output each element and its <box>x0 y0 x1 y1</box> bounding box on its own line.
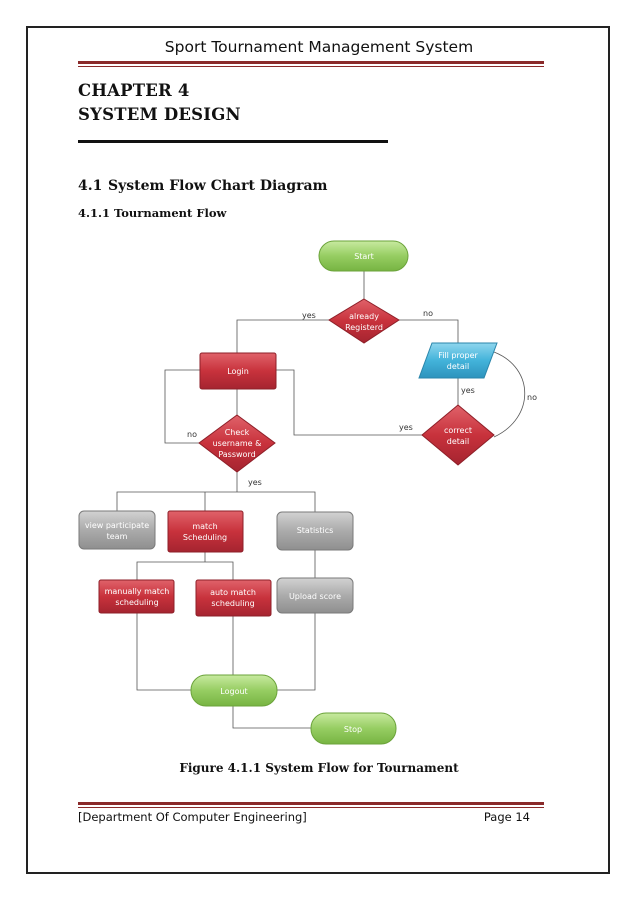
footer-rule-thin <box>78 807 544 808</box>
fill-proper-detail-line2: detail <box>447 362 469 371</box>
match-scheduling-line1: match <box>192 522 217 531</box>
upload-score-label: Upload score <box>289 592 341 601</box>
figure-caption: Figure 4.1.1 System Flow for Tournament <box>179 761 459 775</box>
check-credentials-line3: Password <box>218 450 255 459</box>
check-no-label: no <box>187 430 197 439</box>
statistics-node: Statistics <box>276 511 354 551</box>
registered-no-label: no <box>423 309 433 318</box>
login-label: Login <box>227 367 249 376</box>
fill-yes-label: yes <box>461 386 475 395</box>
manually-match-scheduling-line1: manually match <box>105 587 170 596</box>
check-credentials-decision: Check username & Password <box>198 414 276 473</box>
auto-match-scheduling-node: auto match scheduling <box>195 579 272 617</box>
start-node: Start <box>318 240 409 272</box>
flow-connectors <box>116 271 526 729</box>
registered-yes-label: yes <box>302 311 316 320</box>
match-scheduling-node: match Scheduling <box>167 510 244 553</box>
view-participate-team-line2: team <box>107 532 128 541</box>
correct-detail-line2: detail <box>447 437 469 446</box>
already-registered-decision: already Registerd <box>328 298 400 344</box>
manually-match-scheduling-line2: scheduling <box>115 598 158 607</box>
correct-detail-decision: correct detail <box>421 404 495 466</box>
logout-label: Logout <box>220 687 247 696</box>
match-scheduling-line2: Scheduling <box>183 533 227 542</box>
fill-proper-detail-line1: Fill proper <box>438 351 478 360</box>
section-number: 4.1 <box>78 178 103 194</box>
stop-node: Stop <box>310 712 397 745</box>
correct-no-label: no <box>527 393 537 402</box>
upload-score-node: Upload score <box>276 577 354 614</box>
logout-node: Logout <box>190 674 278 707</box>
footer-rule-thick <box>78 802 544 805</box>
stop-label: Stop <box>344 725 362 734</box>
correct-yes-label: yes <box>399 423 413 432</box>
subsection-heading: 4.1.1 Tournament Flow <box>78 206 227 220</box>
statistics-label: Statistics <box>297 526 334 535</box>
auto-match-scheduling-line1: auto match <box>210 588 256 597</box>
fill-proper-detail-node: Fill proper detail <box>418 342 498 379</box>
page-header-title: Sport Tournament Management System <box>164 38 474 56</box>
chapter-title: SYSTEM DESIGN <box>78 105 241 124</box>
section-title: System Flow Chart Diagram <box>108 178 328 194</box>
check-yes-label: yes <box>248 478 262 487</box>
check-credentials-line2: username & <box>213 439 262 448</box>
footer-page-number: Page 14 <box>483 810 530 824</box>
chapter-underline <box>78 140 388 143</box>
view-participate-team-node: view participate team <box>78 510 156 550</box>
chapter-number: CHAPTER 4 <box>78 81 190 100</box>
check-credentials-line1: Check <box>225 428 250 437</box>
auto-match-scheduling-line2: scheduling <box>211 599 254 608</box>
view-participate-team-line1: view participate <box>85 521 149 530</box>
page-border <box>26 26 610 874</box>
start-label: Start <box>354 252 374 261</box>
already-registered-label-line1: already <box>349 312 379 321</box>
correct-detail-line1: correct <box>444 426 472 435</box>
header-rule-thin <box>78 66 544 67</box>
manually-match-scheduling-node: manually match scheduling <box>98 579 175 614</box>
footer-department: [Department Of Computer Engineering] <box>78 810 307 824</box>
header-rule-thick <box>78 61 544 64</box>
login-node: Login <box>199 352 277 390</box>
section-heading: 4.1 System Flow Chart Diagram <box>78 178 327 194</box>
already-registered-label-line2: Registerd <box>345 323 383 332</box>
